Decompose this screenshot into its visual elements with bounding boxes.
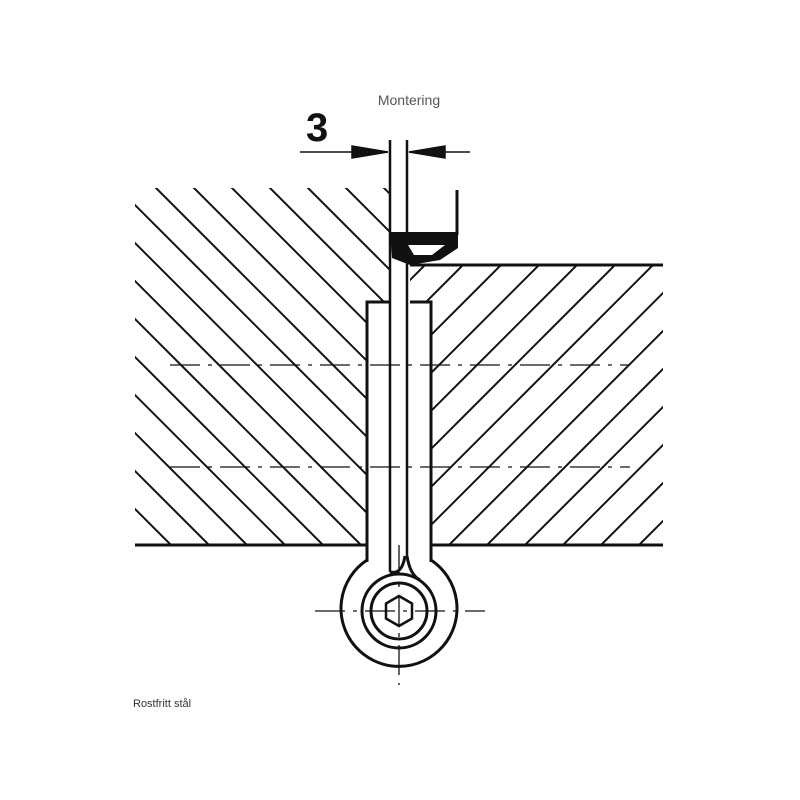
- dimension-3mm: [300, 145, 470, 159]
- hatch-line: [774, 150, 800, 600]
- hatch-line: [135, 188, 390, 545]
- hatch-line: [231, 188, 390, 545]
- hatch-line: [383, 188, 390, 545]
- hatch-line: [135, 188, 151, 545]
- arrow-right-icon: [351, 145, 389, 159]
- right-block-hatching: [0, 150, 800, 600]
- hatch-line: [688, 150, 800, 600]
- hatch-line: [135, 188, 265, 545]
- hatch-line: [545, 265, 663, 545]
- hatch-line: [410, 265, 663, 545]
- pocket-left: [365, 300, 390, 562]
- hatch-line: [135, 188, 227, 545]
- hatch-line: [0, 150, 388, 600]
- hatch-line: [135, 188, 390, 545]
- drawing-title: Montering: [377, 92, 441, 108]
- hex-socket-icon: [384, 594, 414, 628]
- material-label: Rostfritt stål: [133, 698, 192, 710]
- hatch-line: [726, 150, 800, 600]
- hatch-line: [269, 188, 390, 545]
- hatch-line: [193, 188, 390, 545]
- hatch-line: [410, 265, 663, 545]
- dimension-label: 3: [306, 106, 329, 150]
- hatch-line: [410, 265, 503, 545]
- hatch-line: [764, 150, 800, 600]
- hatch-line: [650, 150, 800, 600]
- hatch-line: [410, 265, 663, 545]
- bushing-inner: [369, 581, 429, 641]
- hatch-line: [621, 265, 663, 545]
- hatch-line: [583, 265, 663, 545]
- knuckle: [339, 555, 459, 668]
- hatch-line: [135, 188, 390, 545]
- hatch-line: [345, 188, 390, 545]
- left-block-hatching: [135, 150, 800, 600]
- hatch-line: [0, 150, 350, 600]
- hatch-line: [431, 265, 663, 545]
- hatch-line: [410, 265, 663, 545]
- hatch-line: [410, 265, 427, 545]
- center-lines: [170, 364, 630, 685]
- hatch-line: [135, 188, 390, 545]
- hatch-line: [410, 265, 465, 545]
- hatch-line: [507, 265, 663, 545]
- hatch-line: [736, 150, 800, 600]
- hatch-line: [410, 265, 663, 545]
- hatch-line: [135, 188, 379, 545]
- hatch-line: [135, 188, 341, 545]
- hatch-line: [307, 188, 390, 545]
- hatch-line: [659, 265, 663, 545]
- hatch-line: [460, 150, 800, 600]
- hinge-leaf: [388, 140, 409, 572]
- hatch-line: [469, 265, 663, 545]
- bushing-outer: [360, 572, 438, 650]
- hatch-line: [422, 150, 800, 600]
- hatch-line: [612, 150, 800, 600]
- cover-cap: [390, 232, 458, 265]
- hatch-line: [135, 188, 390, 545]
- arrow-left-icon: [408, 145, 446, 159]
- hatch-line: [135, 188, 303, 545]
- hatch-line: [574, 150, 800, 600]
- hatch-line: [698, 150, 800, 600]
- pocket-right: [410, 300, 433, 562]
